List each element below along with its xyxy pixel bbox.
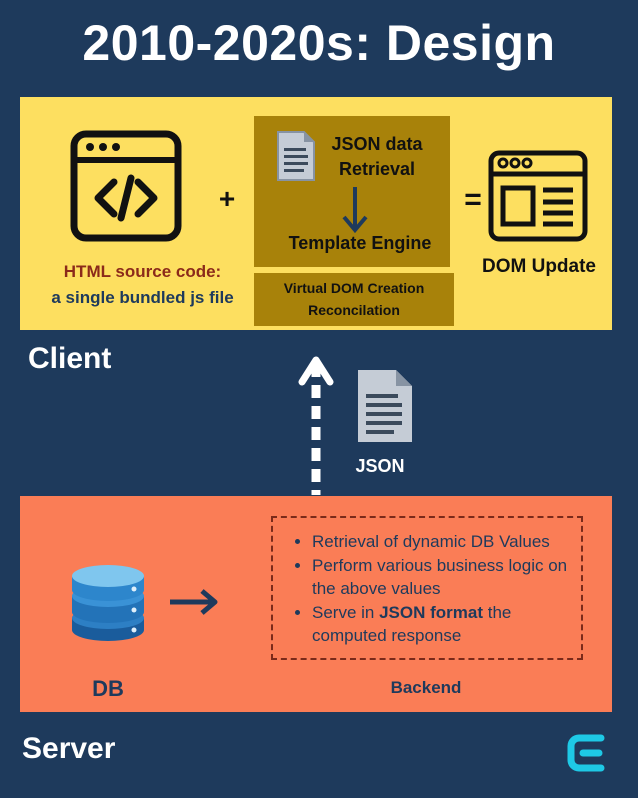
virtual-dom-label-line1: Virtual DOM Creation [283,280,425,296]
bullet-serve-bold: JSON format [379,602,484,622]
json-retrieval-line1: JSON data [331,134,423,154]
html-source-label-line2: a single bundled js file [51,288,234,307]
bullet-business-logic: Perform various business logic on the ab… [312,554,582,601]
document-icon [277,131,315,181]
template-engine-label: Template Engine [288,233,432,253]
backend-label: Backend [390,678,462,697]
client-section-label: Client [28,342,112,375]
json-document-icon [358,370,412,442]
code-window-icon [70,130,182,242]
bullet-serve-json: Serve in JSON format the computed respon… [312,601,582,648]
dom-update-label: DOM Update [482,256,596,277]
right-arrow-icon [170,589,218,615]
virtual-dom-box [254,273,454,326]
db-label: DB [92,676,124,701]
bullet-retrieval: Retrieval of dynamic DB Values [312,530,582,554]
up-arrow-dashed-icon [298,356,334,495]
plus-sign: + [218,183,236,214]
server-section-label: Server [22,732,116,765]
down-arrow-icon [342,187,368,234]
backend-box [271,516,583,660]
json-retrieval-line2: Retrieval [338,159,416,179]
web-layout-icon [488,150,588,242]
json-data-retrieval-label: JSON data Retrieval [322,132,432,182]
html-source-label-line1: HTML source code: [63,262,222,281]
database-icon [72,565,144,641]
brand-logo-icon [567,734,605,772]
bullet-serve-before: Serve in [312,602,380,622]
backend-bullet-list: Retrieval of dynamic DB Values Perform v… [272,530,582,648]
virtual-dom-label-line2: Reconcilation [308,302,400,318]
json-transfer-label: JSON [355,456,405,476]
page-title: 2010-2020s: Design [82,15,556,71]
bullet-serve-after: the computed response [312,602,512,646]
equals-sign: = [464,183,482,216]
